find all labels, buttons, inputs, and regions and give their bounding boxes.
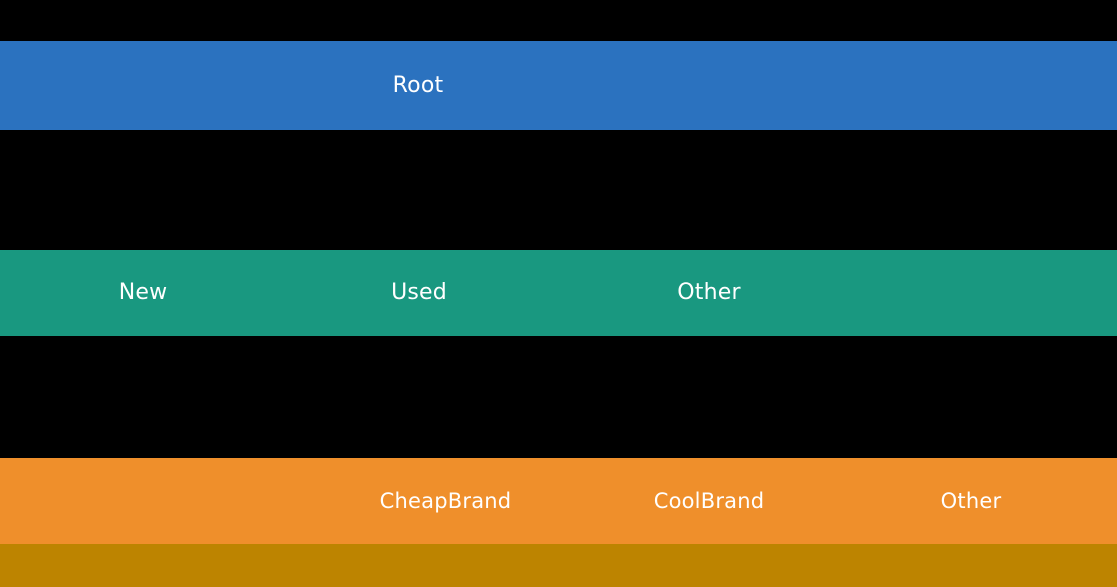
icicle-node-other[interactable]: Other	[608, 250, 810, 336]
icicle-node-label: Other	[677, 280, 741, 305]
icicle-leaf-level	[0, 544, 1117, 587]
icicle-node-cheapbrand[interactable]: CheapBrand	[345, 458, 546, 544]
icicle-node-label: CheapBrand	[379, 488, 512, 513]
icicle-node-unlabeled[interactable]	[243, 250, 318, 336]
icicle-node-unlabeled[interactable]	[546, 458, 608, 544]
icicle-node-used[interactable]: Used	[318, 250, 520, 336]
icicle-node-label: CoolBrand	[653, 488, 765, 513]
icicle-brand-level: CheapBrand CoolBrand Other	[0, 458, 1117, 544]
icicle-node-unlabeled[interactable]	[810, 250, 1117, 336]
icicle-node-label: Other	[940, 488, 1002, 513]
icicle-node-unlabeled[interactable]	[0, 250, 43, 336]
icicle-category-level: New Used Other	[0, 250, 1117, 336]
icicle-node-unlabeled[interactable]	[0, 458, 345, 544]
icicle-node-label: New	[118, 280, 168, 305]
icicle-node-unlabeled[interactable]	[520, 250, 608, 336]
icicle-node-other[interactable]: Other	[870, 458, 1072, 544]
icicle-node-unlabeled[interactable]	[0, 544, 1117, 587]
icicle-node-unlabeled[interactable]	[0, 41, 318, 130]
icicle-root-level: Root	[0, 41, 1117, 130]
icicle-node-unlabeled[interactable]	[518, 41, 1117, 130]
icicle-node-coolbrand[interactable]: CoolBrand	[608, 458, 810, 544]
icicle-node-label: Used	[391, 280, 447, 305]
icicle-node-unlabeled[interactable]	[810, 458, 870, 544]
icicle-node-label: Root	[392, 72, 444, 98]
icicle-node-unlabeled[interactable]	[1072, 458, 1117, 544]
icicle-node-new[interactable]: New	[43, 250, 243, 336]
icicle-node-root[interactable]: Root	[318, 41, 518, 130]
